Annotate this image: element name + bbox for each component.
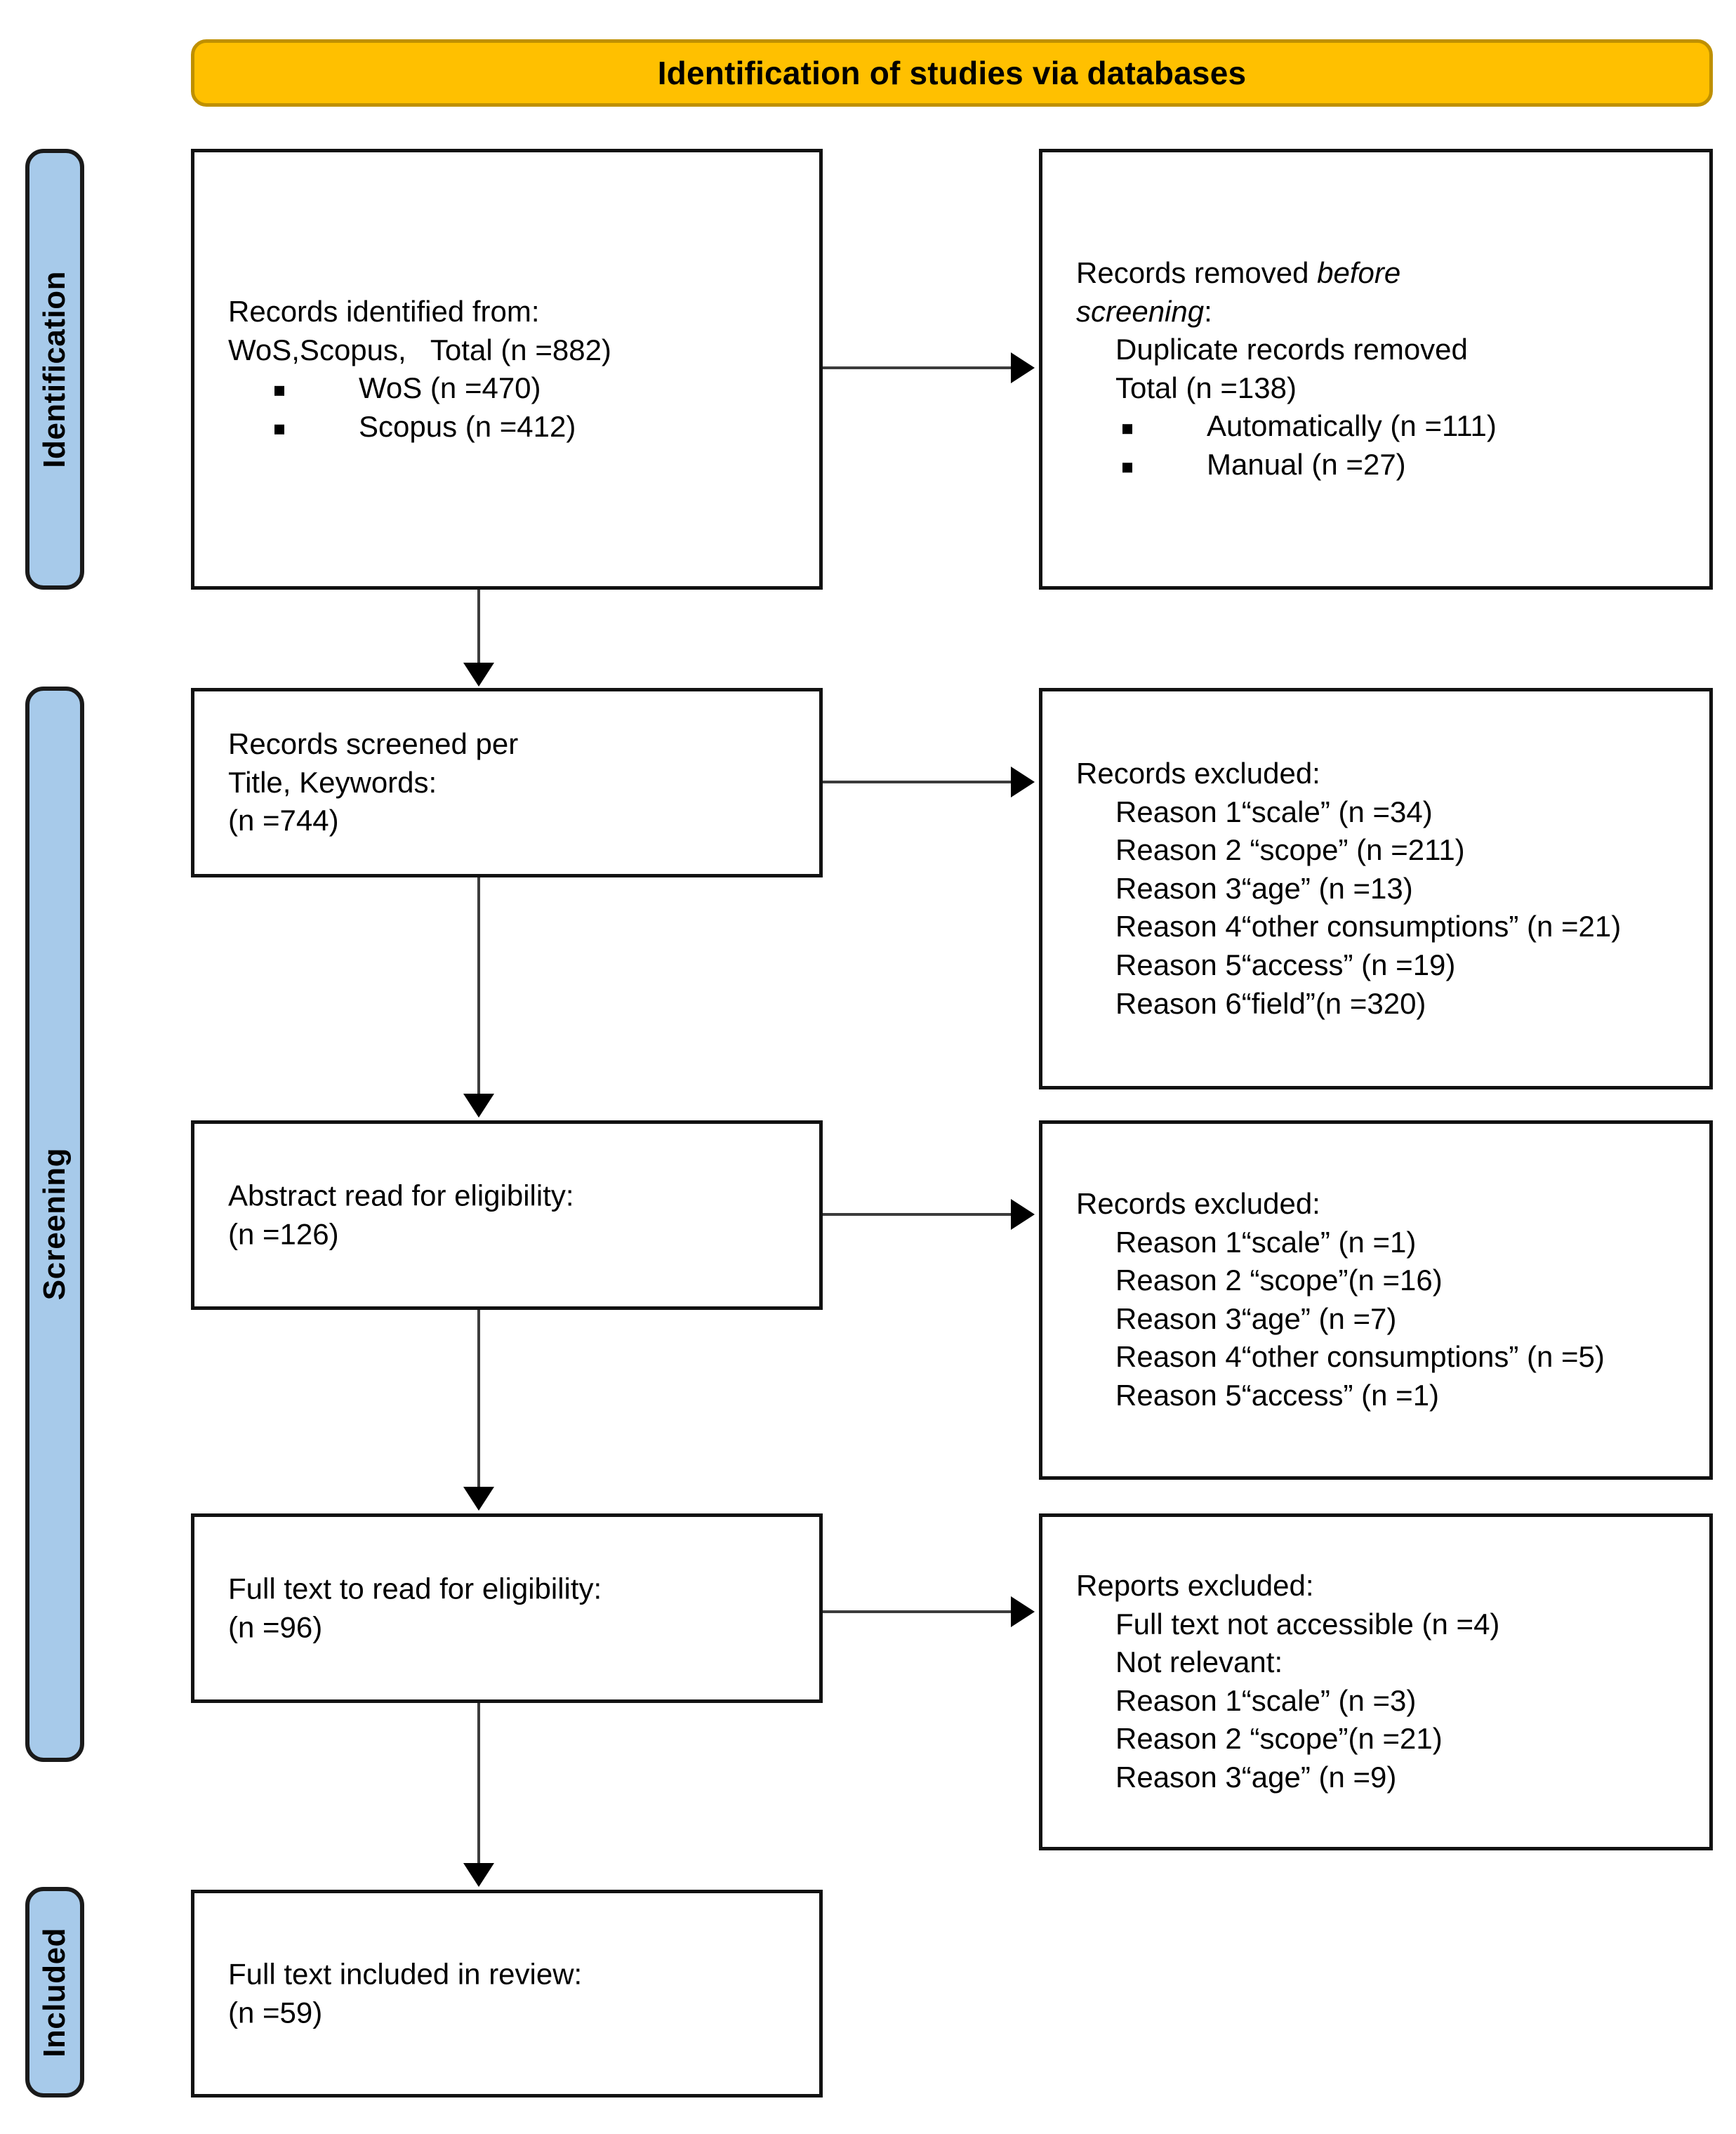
records-removed-line-total: Total (n =138) [1115,371,1297,404]
box-abstract-read: Abstract read for eligibility: (n =126) [191,1120,823,1310]
records-removed-bullet-manual: Manual (n =27) [1076,446,1690,484]
fulltext-included-line-1: Full text included in review: [228,1957,583,1991]
records-excluded-screening-reason-1: Reason 1“scale” (n =34) [1115,795,1433,828]
stage-tab-included-label: Included [37,1927,72,2057]
box-records-excluded-abstract: Records excluded: Reason 1“scale” (n =1)… [1039,1120,1713,1480]
reports-excluded-not-relevant: Not relevant: [1115,1645,1283,1679]
records-excluded-abstract-reason-1: Reason 1“scale” (n =1) [1115,1225,1417,1259]
diagram-banner: Identification of studies via databases [191,39,1713,107]
records-screened-line-2: Title, Keywords: [228,765,437,799]
records-identified-bullet-scopus: Scopus (n =412) [228,408,800,446]
box-reports-excluded: Reports excluded: Full text not accessib… [1039,1513,1713,1850]
connector-abstract-to-fulltext-line [477,1310,480,1488]
records-excluded-abstract-reason-5: Reason 5“access” (n =1) [1115,1379,1440,1412]
fulltext-included-count: (n =59) [228,1996,323,2029]
records-identified-subtitle: WoS,Scopus, Total (n =882) [228,333,611,366]
box-records-excluded-screening: Records excluded: Reason 1“scale” (n =34… [1039,688,1713,1089]
records-excluded-screening-reason-5: Reason 5“access” (n =19) [1115,948,1456,981]
abstract-read-count: (n =126) [228,1217,339,1250]
records-removed-title-prefix: Records removed [1076,256,1318,290]
records-excluded-screening-reason-2: Reason 2 “scope” (n =211) [1115,833,1465,867]
records-removed-bullet-automatically: Automatically (n =111) [1076,408,1690,446]
reports-excluded-not-accessible: Full text not accessible (n =4) [1115,1607,1500,1641]
connector-fulltext-to-included-arrow [463,1863,494,1887]
connector-abstract-to-excluded-arrow [1011,1199,1035,1230]
box-records-screened: Records screened per Title, Keywords: (n… [191,688,823,877]
records-excluded-screening-reason-4: Reason 4“other consumptions” (n =21) [1115,910,1622,943]
connector-identified-to-screened-arrow [463,663,494,687]
records-removed-title-before: before [1317,256,1401,290]
connector-fulltext-to-reports-excluded-arrow [1011,1596,1035,1627]
abstract-read-line-1: Abstract read for eligibility: [228,1179,574,1212]
records-removed-line-duplicate: Duplicate records removed [1115,333,1468,366]
reports-excluded-reason-1: Reason 1“scale” (n =3) [1115,1684,1417,1717]
connector-identified-to-screened-line [477,590,480,665]
records-excluded-screening-reason-6: Reason 6“field”(n =320) [1115,986,1426,1020]
connector-fulltext-to-reports-excluded-line [823,1610,1014,1613]
connector-screened-to-excluded-arrow [1011,767,1035,797]
box-fulltext-read: Full text to read for eligibility: (n =9… [191,1513,823,1703]
records-screened-line-1: Records screened per [228,727,519,761]
reports-excluded-reason-3: Reason 3“age” (n =9) [1115,1761,1397,1794]
fulltext-read-line-1: Full text to read for eligibility: [228,1572,602,1605]
box-records-removed: Records removed before screening: Duplica… [1039,149,1713,590]
stage-tab-identification-label: Identification [37,270,72,468]
records-excluded-abstract-reason-4: Reason 4“other consumptions” (n =5) [1115,1340,1605,1374]
stage-tab-screening: Screening [25,687,84,1762]
stage-tab-screening-label: Screening [37,1148,72,1301]
banner-title: Identification of studies via databases [657,55,1247,91]
box-fulltext-included: Full text included in review: (n =59) [191,1890,823,2097]
records-removed-title-screening: screening [1076,294,1205,328]
records-excluded-screening-title: Records excluded: [1076,756,1320,790]
records-removed-title-colon: : [1204,294,1212,328]
stage-tab-identification: Identification [25,149,84,590]
reports-excluded-reason-2: Reason 2 “scope”(n =21) [1115,1722,1443,1756]
records-excluded-abstract-reason-2: Reason 2 “scope”(n =16) [1115,1264,1443,1297]
records-excluded-abstract-reason-3: Reason 3“age” (n =7) [1115,1302,1397,1335]
records-excluded-abstract-title: Records excluded: [1076,1187,1320,1221]
connector-abstract-to-excluded-line [823,1213,1014,1216]
reports-excluded-title: Reports excluded: [1076,1569,1314,1603]
records-removed-title: Records removed before screening: [1076,254,1690,331]
records-identified-title: Records identified from: [228,294,540,328]
connector-identified-to-removed-line [823,366,1014,369]
records-screened-count: (n =744) [228,804,339,837]
records-identified-bullet-wos: WoS (n =470) [228,369,800,408]
connector-screened-to-abstract-line [477,877,480,1095]
connector-screened-to-excluded-line [823,781,1014,783]
connector-identified-to-removed-arrow [1011,352,1035,383]
connector-abstract-to-fulltext-arrow [463,1487,494,1511]
connector-fulltext-to-included-line [477,1703,480,1864]
connector-screened-to-abstract-arrow [463,1094,494,1118]
records-excluded-screening-reason-3: Reason 3“age” (n =13) [1115,871,1413,905]
box-records-identified: Records identified from: WoS,Scopus, Tot… [191,149,823,590]
fulltext-read-count: (n =96) [228,1610,323,1643]
stage-tab-included: Included [25,1887,84,2097]
